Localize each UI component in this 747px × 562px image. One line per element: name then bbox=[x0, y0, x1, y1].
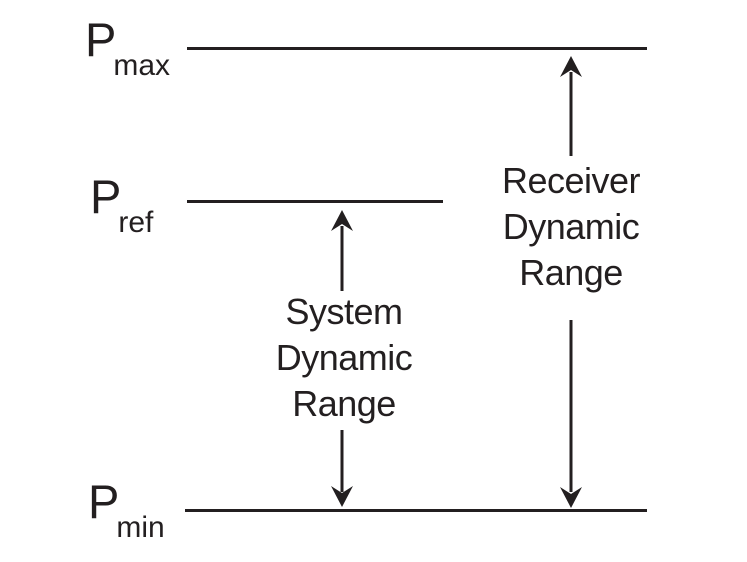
pmin-subscript: min bbox=[116, 511, 165, 544]
system-range-label-line1: System bbox=[285, 291, 403, 332]
pmin-symbol: P bbox=[88, 475, 119, 528]
pmax-subscript: max bbox=[113, 49, 171, 82]
pref-level-line bbox=[187, 200, 443, 203]
receiver-range-label-line2: Dynamic bbox=[502, 206, 640, 247]
receiver-arrowhead-up-icon bbox=[560, 56, 582, 77]
system-arrowhead-down-icon bbox=[331, 486, 353, 507]
receiver-range-label: Receiver Dynamic Range bbox=[461, 158, 681, 296]
pmax-level-line bbox=[187, 47, 647, 50]
receiver-range-label-line3: Range bbox=[519, 252, 623, 293]
pref-label: Pref bbox=[90, 170, 153, 238]
pmin-label: Pmin bbox=[88, 475, 165, 543]
receiver-range-label-line1: Receiver bbox=[501, 160, 641, 201]
pmax-label: Pmax bbox=[85, 13, 170, 81]
receiver-range-arrow bbox=[560, 56, 582, 508]
pref-subscript: ref bbox=[118, 206, 154, 239]
system-range-label-line3: Range bbox=[292, 383, 396, 424]
receiver-arrowhead-down-icon bbox=[560, 487, 582, 508]
system-arrowhead-up-icon bbox=[331, 210, 353, 231]
system-range-label-line2: Dynamic bbox=[275, 337, 413, 378]
pmin-level-line bbox=[185, 509, 647, 512]
system-range-arrow bbox=[331, 210, 353, 507]
pref-symbol: P bbox=[90, 170, 121, 223]
pmax-symbol: P bbox=[85, 13, 116, 66]
system-range-label: System Dynamic Range bbox=[234, 289, 454, 427]
